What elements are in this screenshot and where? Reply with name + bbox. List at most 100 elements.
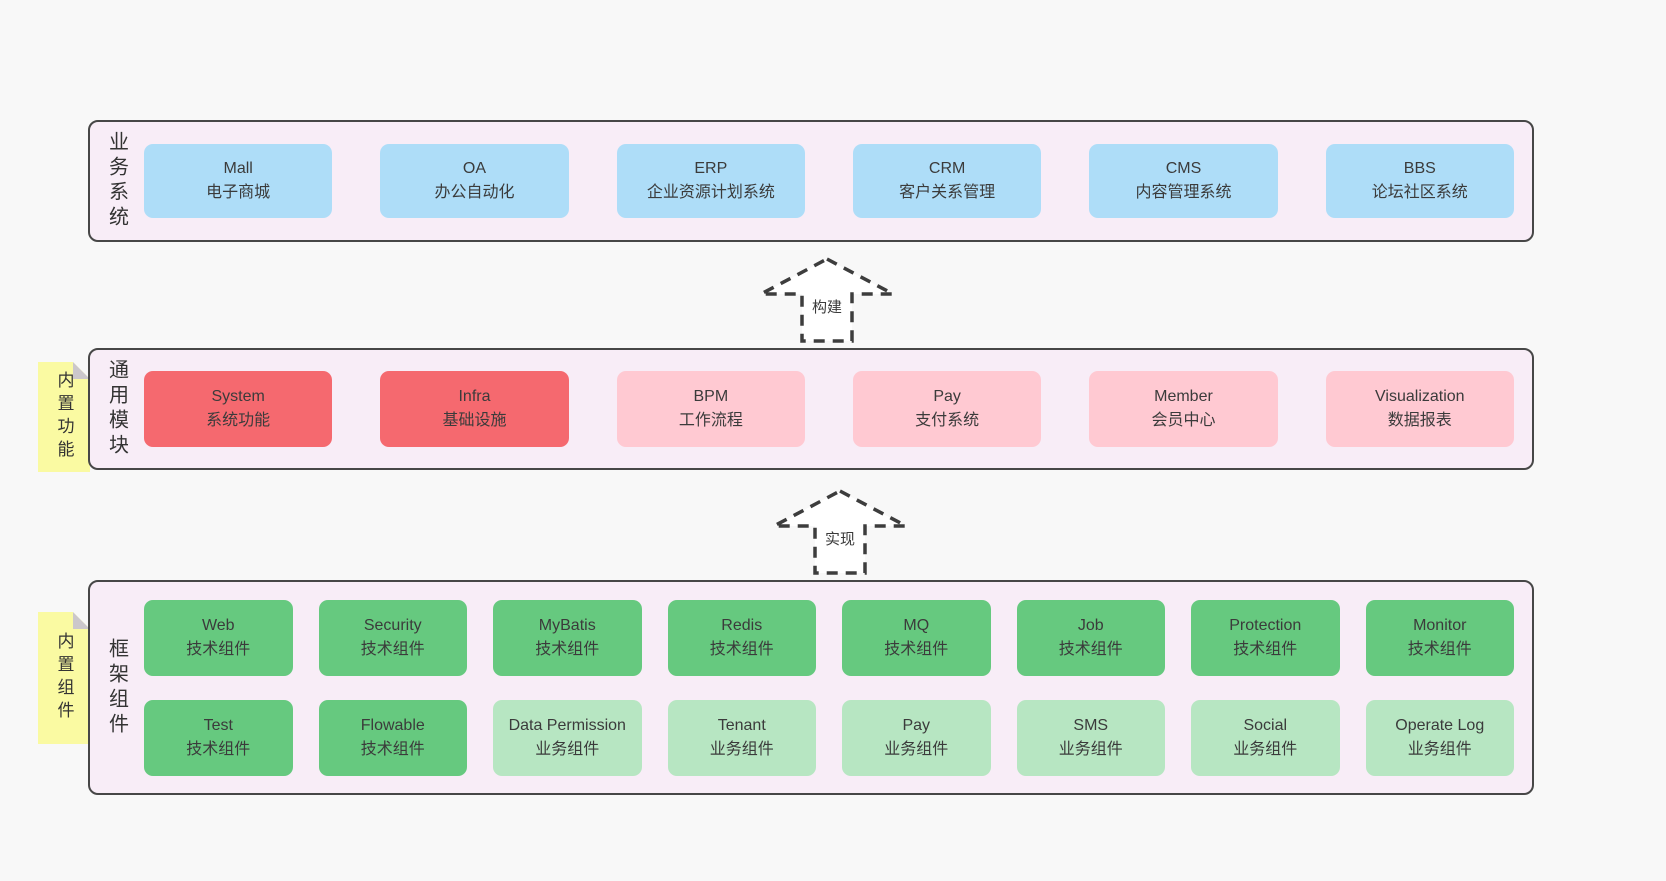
band-common-modules-label: 通用模块 [90,350,144,468]
box-title: Mall [223,160,253,177]
box-subtitle: 业务组件 [535,740,600,758]
box-title: Tenant [717,716,766,734]
box-subtitle: 数据报表 [1387,412,1452,429]
box-subtitle: 技术组件 [186,640,251,658]
sticky-text: 内置功能 [54,371,74,463]
dashed-up-arrow-icon [760,257,894,343]
box-title: Pay [933,388,961,405]
box-flowable: Flowable 技术组件 [318,699,467,776]
band-common-modules: 通用模块 System 系统功能 Infra 基础设施 BPM 工作流程 Pay… [88,348,1534,470]
component-row-1: Web 技术组件 Security 技术组件 MyBatis 技术组件 Redi… [144,599,1514,676]
box-protection: Protection 技术组件 [1191,599,1340,676]
box-member: Member 会员中心 [1089,371,1278,447]
box-title: Visualization [1375,388,1465,405]
box-subtitle: 电子商城 [206,184,271,201]
box-subtitle: 技术组件 [360,640,425,658]
dashed-up-arrow-icon [773,489,907,575]
box-title: System [211,388,265,405]
box-subtitle: 业务组件 [884,740,949,758]
box-title: Data Permission [508,716,626,734]
box-erp: ERP 企业资源计划系统 [616,144,805,218]
box-subtitle: 技术组件 [360,740,425,758]
box-pay: Pay 支付系统 [852,371,1042,447]
build-arrow-label: 构建 [811,299,842,316]
box-title: CMS [1165,160,1202,177]
box-subtitle: 工作流程 [678,412,743,429]
box-tenant: Tenant 业务组件 [667,699,816,776]
box-subtitle: 会员中心 [1151,412,1216,429]
box-title: Flowable [360,716,425,734]
band-business-systems: 业务系统 Mall 电子商城 OA 办公自动化 ERP 企业资源计划系统 CRM… [88,120,1534,242]
box-subtitle: 技术组件 [535,640,600,658]
box-title: Member [1154,388,1213,405]
box-title: BBS [1403,160,1436,177]
box-mq: MQ 技术组件 [842,599,991,676]
box-subtitle: 支付系统 [915,412,980,429]
box-title: Test [203,716,233,734]
box-title: CRM [928,160,966,177]
box-subtitle: 技术组件 [1407,640,1472,658]
component-row-2: Test 技术组件 Flowable 技术组件 Data Permission … [144,699,1514,776]
box-sms: SMS 业务组件 [1016,699,1165,776]
box-subtitle: 技术组件 [186,740,251,758]
box-title: Security [363,616,422,634]
box-subtitle: 技术组件 [884,640,949,658]
box-title: SMS [1073,716,1109,734]
box-title: Operate Log [1395,716,1485,734]
framework-component-grid: Web 技术组件 Security 技术组件 MyBatis 技术组件 Redi… [144,599,1532,776]
box-title: Redis [721,616,763,634]
box-system: System 系统功能 [144,371,333,447]
box-title: Protection [1229,616,1302,634]
box-title: Monitor [1413,616,1467,634]
box-subtitle: 技术组件 [709,640,774,658]
box-subtitle: 基础设施 [442,412,507,429]
box-title: Social [1243,716,1288,734]
build-arrow: 构建 [757,256,897,344]
box-visualization: Visualization 数据报表 [1325,371,1514,447]
box-subtitle: 企业资源计划系统 [646,184,775,201]
box-subtitle: 业务组件 [709,740,774,758]
band-framework-components-label: 框架组件 [90,582,144,793]
sticky-text: 内置组件 [54,632,74,724]
box-subtitle: 办公自动化 [434,184,515,201]
box-title: MyBatis [538,616,596,634]
implement-arrow-label: 实现 [824,531,855,548]
sticky-built-in-features: 内置功能 [38,362,90,472]
box-subtitle: 技术组件 [1233,640,1298,658]
box-title: BPM [693,388,729,405]
box-redis: Redis 技术组件 [667,599,816,676]
box-bpm: BPM 工作流程 [616,371,805,447]
box-social: Social 业务组件 [1191,699,1340,776]
box-title: ERP [694,160,728,177]
box-subtitle: 客户关系管理 [899,184,996,201]
box-title: Web [201,616,235,634]
common-module-boxes: System 系统功能 Infra 基础设施 BPM 工作流程 Pay 支付系统… [144,371,1532,447]
business-system-boxes: Mall 电子商城 OA 办公自动化 ERP 企业资源计划系统 CRM 客户关系… [144,144,1532,218]
box-mall: Mall 电子商城 [144,144,333,218]
box-monitor: Monitor 技术组件 [1365,599,1514,676]
box-subtitle: 业务组件 [1407,740,1472,758]
box-security: Security 技术组件 [318,599,467,676]
box-cms: CMS 内容管理系统 [1089,144,1278,218]
box-data-permission: Data Permission 业务组件 [493,699,642,776]
band-label-text: 通用模块 [105,359,128,459]
band-business-systems-label: 业务系统 [90,122,144,240]
band-label-text: 业务系统 [105,131,128,231]
box-bbs: BBS 论坛社区系统 [1325,144,1514,218]
box-subtitle: 业务组件 [1233,740,1298,758]
band-framework-components: 框架组件 Web 技术组件 Security 技术组件 MyBatis 技术组件… [88,580,1534,795]
box-subtitle: 内容管理系统 [1135,184,1232,201]
box-subtitle: 业务组件 [1058,740,1123,758]
box-oa: OA 办公自动化 [380,144,569,218]
box-pay-component: Pay 业务组件 [842,699,991,776]
box-job: Job 技术组件 [1016,599,1165,676]
box-title: Job [1077,616,1104,634]
box-operate-log: Operate Log 业务组件 [1365,699,1514,776]
box-subtitle: 系统功能 [206,412,271,429]
box-web: Web 技术组件 [144,599,293,676]
box-title: Pay [902,716,931,734]
box-title: OA [462,160,487,177]
box-crm: CRM 客户关系管理 [852,144,1042,218]
box-test: Test 技术组件 [144,699,293,776]
